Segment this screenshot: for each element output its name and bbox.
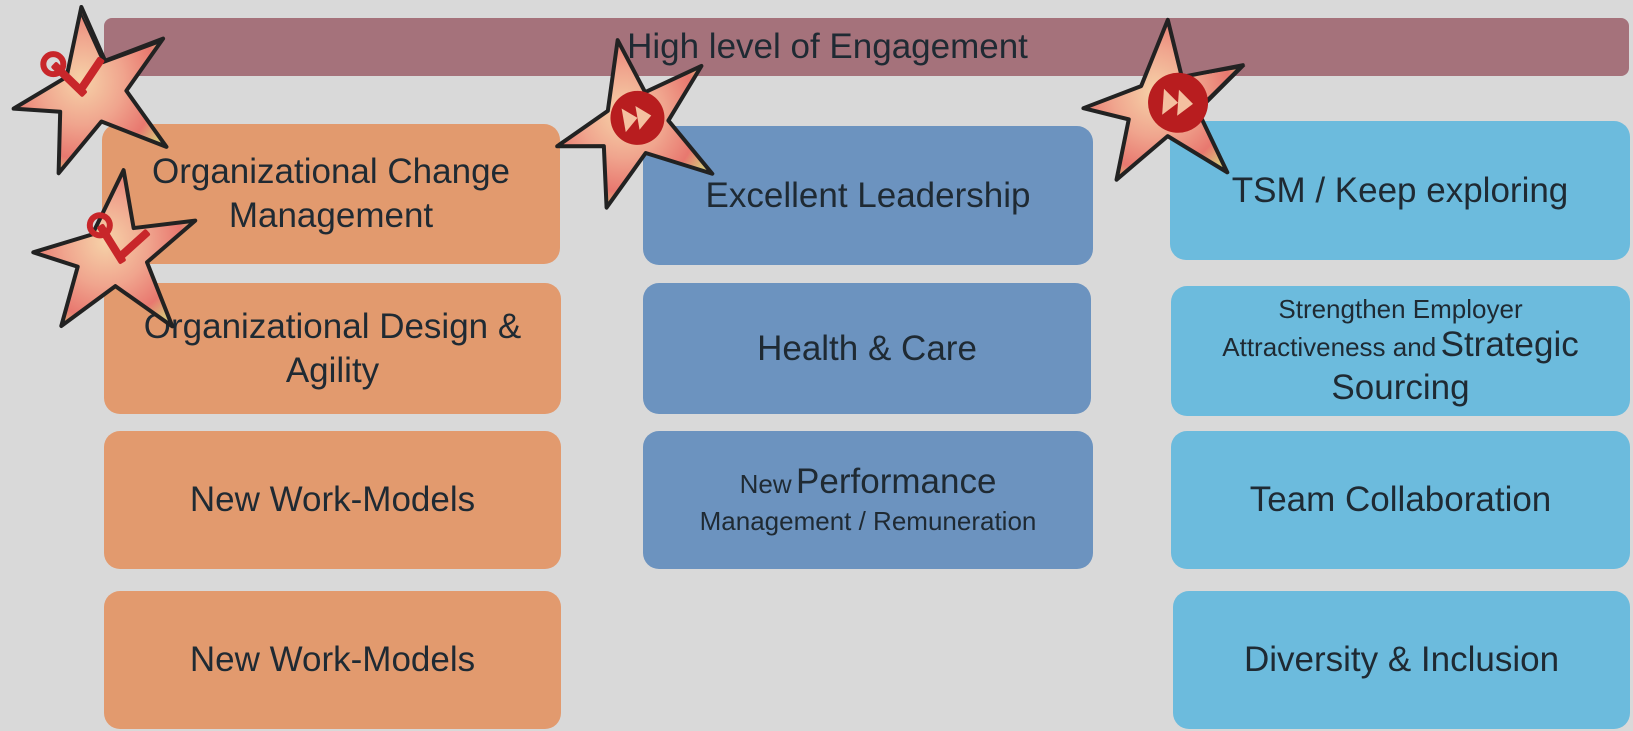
box-label-line1: New Performance <box>739 461 997 502</box>
banner-title: High level of Engagement <box>627 27 1028 66</box>
box-label: TSM / Keep exploring <box>1231 170 1569 210</box>
health-care-box[interactable]: Health & Care <box>643 283 1091 414</box>
new-work-models-box[interactable]: New Work-Models <box>104 431 561 569</box>
star-shape <box>555 38 715 210</box>
excellent-leadership-box[interactable]: Excellent Leadership <box>643 126 1093 265</box>
box-label-line1: Strengthen Employer <box>1278 293 1523 324</box>
label-small-new: New <box>739 468 792 499</box>
team-collaboration-box[interactable]: Team Collaboration <box>1171 431 1630 569</box>
box-label-line2: Attractiveness and Strategic <box>1222 325 1578 365</box>
tools-icon <box>86 212 151 264</box>
org-design-agility-box[interactable]: Organizational Design & Agility <box>104 283 561 414</box>
new-work-models-box-2[interactable]: New Work-Models <box>104 591 561 729</box>
star-marker-tools-2 <box>21 157 213 349</box>
box-label: Diversity & Inclusion <box>1243 640 1560 680</box>
star-shape <box>31 168 198 329</box>
engagement-banner: High level of Engagement <box>104 18 1629 76</box>
box-label-line2: Management / Remuneration <box>699 506 1037 536</box>
tsm-keep-exploring-box[interactable]: TSM / Keep exploring <box>1170 121 1630 260</box>
org-change-management-box[interactable]: Organizational Change Management <box>102 124 560 264</box>
star-shape <box>1081 17 1246 182</box>
label-big-performance: Performance <box>796 461 997 501</box>
box-label: Excellent Leadership <box>705 175 1031 215</box>
tools-icon <box>40 51 105 97</box>
box-label-line1: Organizational Change <box>151 152 510 192</box>
star-marker-tools-1 <box>2 0 189 182</box>
label-big-strategic: Strategic <box>1440 325 1579 365</box>
fast-forward-icon <box>610 90 665 145</box>
box-label: Team Collaboration <box>1249 480 1552 520</box>
box-label-line3: Sourcing <box>1331 367 1470 407</box>
diversity-inclusion-box[interactable]: Diversity & Inclusion <box>1173 591 1630 729</box>
fast-forward-icon <box>1148 72 1209 133</box>
star-shape <box>11 4 169 176</box>
box-label-line2: Agility <box>285 350 380 390</box>
box-label: New Work-Models <box>189 640 476 680</box>
box-label-line1: Organizational Design & <box>143 306 522 346</box>
performance-management-box[interactable]: New Performance Management / Remuneratio… <box>643 431 1093 569</box>
box-label: New Work-Models <box>189 480 476 520</box>
employer-attractiveness-box[interactable]: Strengthen Employer Attractiveness and S… <box>1171 286 1630 416</box>
label-small-attractiveness: Attractiveness and <box>1222 332 1437 363</box>
star-marker-fast-forward-1 <box>539 23 736 220</box>
star-marker-fast-forward-2 <box>1076 12 1257 193</box>
box-label-line2: Management <box>228 196 434 235</box>
box-label: Health & Care <box>757 328 977 368</box>
